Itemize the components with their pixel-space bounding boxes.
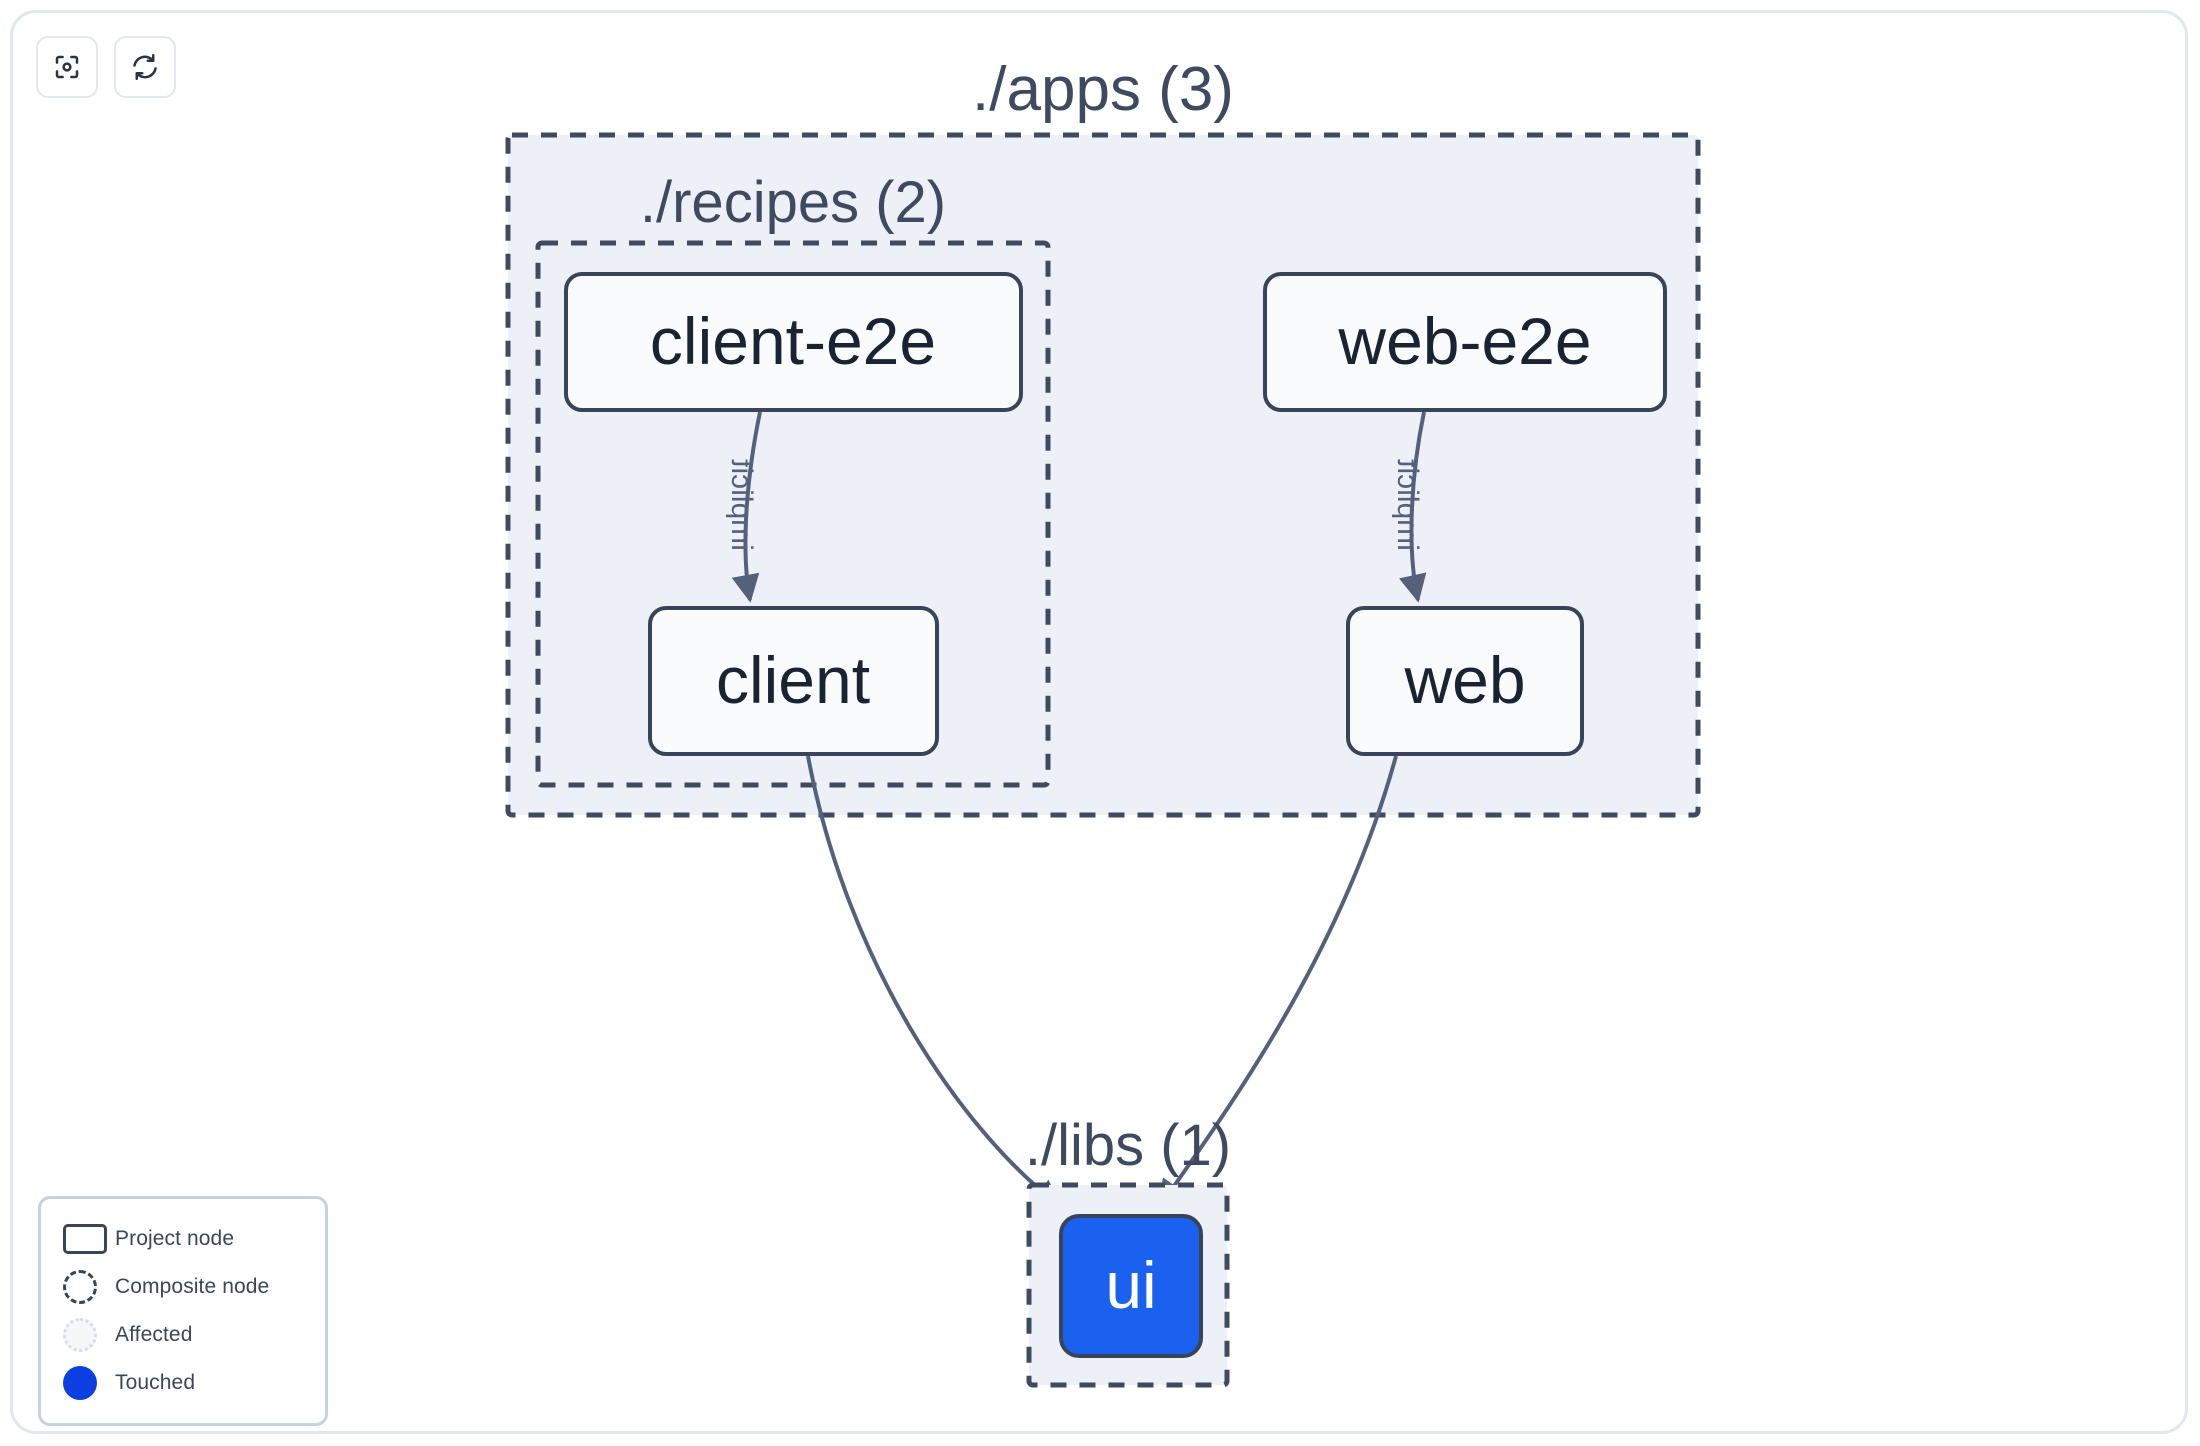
edge-web-to-ui [1158,755,1398,1209]
node-client-label: client [716,643,870,717]
project-node-swatch [59,1224,115,1254]
focus-graph-button[interactable] [36,36,98,98]
node-web-box[interactable] [1346,606,1584,756]
group-apps-label: ./apps (3) [972,55,1234,124]
refresh-icon [130,52,160,82]
graph-toolbar [36,36,176,98]
edge-layer [731,411,1427,1209]
graph-legend: Project node Composite node Affected Tou… [38,1196,328,1426]
legend-label-touched: Touched [115,1371,196,1394]
edge-web-e2e-to-web [1398,411,1427,603]
edge-label-layer: implicit implicit [725,459,1424,551]
node-client-e2e-box[interactable] [564,272,1023,412]
affected-swatch [59,1318,115,1352]
node-web-e2e-label: web-e2e [1337,304,1591,378]
refresh-graph-button[interactable] [114,36,176,98]
legend-item-composite-node: Composite node [59,1263,307,1311]
legend-item-affected: Affected [59,1311,307,1359]
node-web-e2e-box[interactable] [1263,272,1667,412]
node-web-label: web [1403,643,1525,717]
focus-icon [52,52,82,82]
composite-node-swatch [59,1270,115,1304]
node-web[interactable]: web [1346,606,1584,756]
edge-client-e2e-to-client [731,411,762,603]
edge-label-client-e2e-implicit: implicit [725,459,758,551]
node-ui-box[interactable] [1059,1214,1203,1358]
edge-client-to-ui [806,755,1063,1208]
node-client-box[interactable] [648,606,939,756]
node-ui-label: ui [1105,1248,1156,1322]
edge-label-web-e2e-implicit: implicit [1391,459,1424,551]
node-ui[interactable]: ui [1059,1214,1203,1358]
group-libs-label: ./libs (1) [1025,1113,1231,1178]
node-client-e2e[interactable]: client-e2e [564,272,1023,412]
node-client-e2e-label: client-e2e [650,304,936,378]
legend-label-composite-node: Composite node [115,1275,270,1298]
touched-swatch [59,1366,115,1400]
node-client[interactable]: client [648,606,939,756]
node-web-e2e[interactable]: web-e2e [1263,272,1667,412]
legend-item-touched: Touched [59,1359,307,1407]
legend-item-project-node: Project node [59,1215,307,1263]
legend-label-affected: Affected [115,1323,193,1346]
legend-label-project-node: Project node [115,1227,235,1250]
group-recipes-label: ./recipes (2) [640,170,946,235]
